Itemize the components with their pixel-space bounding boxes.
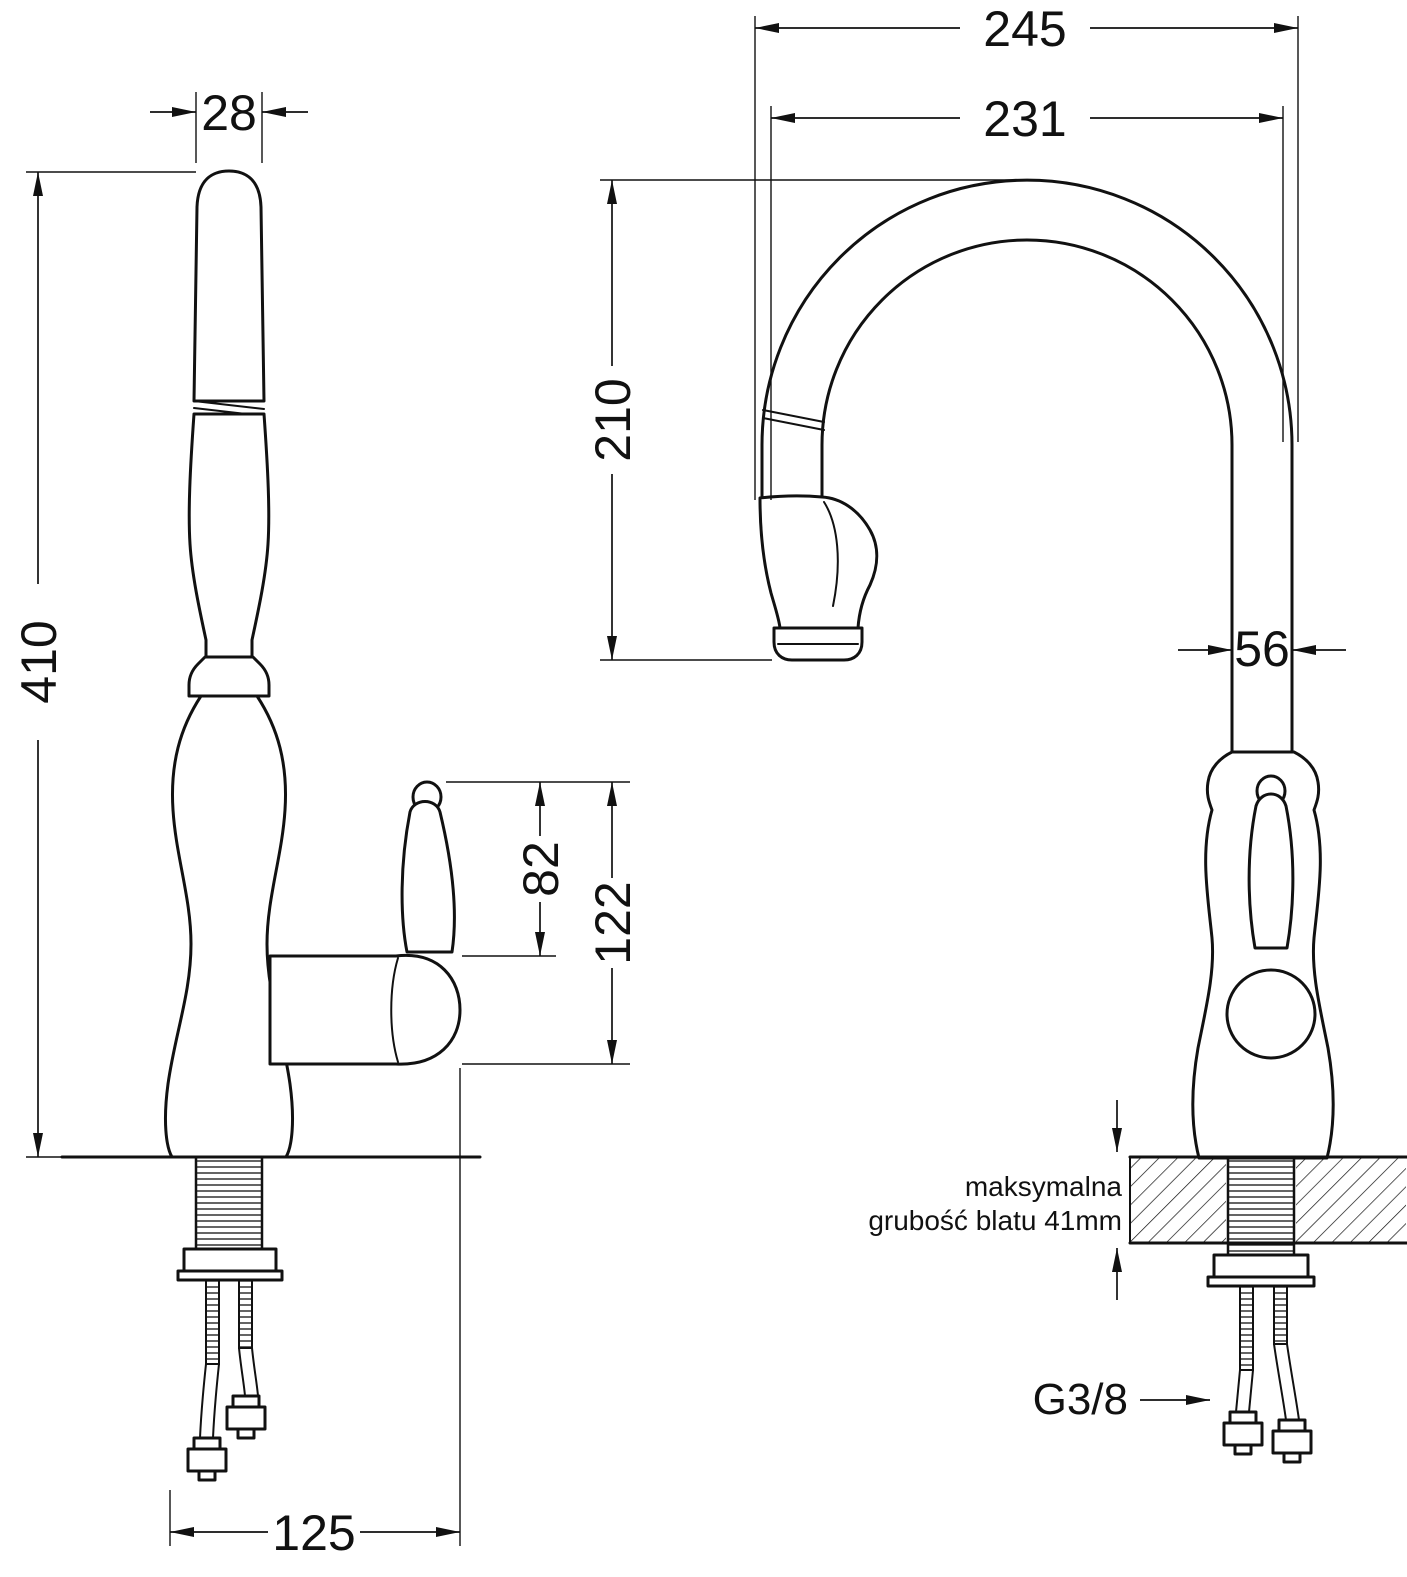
dim-column-width: 56 (1178, 621, 1346, 677)
hose-connector-tip (1233, 1443, 1253, 1456)
hose-connector-nut (186, 1447, 228, 1473)
handle-pivot (1225, 968, 1317, 1060)
threaded-shank (194, 1155, 264, 1251)
dim-total-height: 410 (11, 171, 196, 1158)
left-faucet-outline (163, 169, 462, 1159)
right-view: 245 231 210 56 maksymalna (585, 1, 1407, 1464)
hose-connector (231, 1394, 261, 1409)
mounting-plate (176, 1269, 284, 1282)
dim-label-column-width: 56 (1234, 621, 1290, 677)
connection-callout: G3/8 (1033, 1375, 1210, 1424)
dim-label-base-depth: 125 (272, 1505, 355, 1561)
dim-label-spout-width: 28 (201, 85, 257, 141)
worktop-thickness-note: maksymalna grubość blatu 41mm (868, 1100, 1122, 1300)
hose-connector-tip (236, 1427, 256, 1440)
dim-handle-heights: 82 122 (446, 781, 641, 1065)
hose-connector-tip (197, 1469, 217, 1482)
hose-connector-nut (225, 1405, 267, 1431)
supply-hose (238, 1347, 259, 1397)
spout-break-line (762, 409, 825, 423)
spout-break-line (762, 417, 825, 431)
right-faucet-outline (758, 178, 1335, 1160)
supply-hose (1235, 1369, 1254, 1413)
dim-spout-height: 210 (585, 179, 1024, 661)
mounting-stud (238, 1279, 253, 1349)
mounting-plate (1206, 1275, 1316, 1288)
spout-tube (192, 169, 266, 403)
hose-connector (1277, 1418, 1307, 1433)
threaded-shank (1226, 1155, 1296, 1257)
spout-collar (187, 655, 271, 698)
spout-break-line (193, 400, 265, 410)
dim-spout-width: 28 (150, 85, 308, 163)
right-mounting-hardware (1206, 1155, 1316, 1464)
handle-lever (1247, 792, 1295, 950)
handle-arm (268, 953, 462, 1066)
worktop-note-line1: maksymalna (965, 1171, 1123, 1202)
handle-lever (400, 800, 456, 954)
spray-head-seam (823, 501, 839, 607)
left-mounting-hardware (60, 1155, 482, 1482)
hose-connector (1228, 1410, 1258, 1425)
worktop-section (1128, 1155, 1407, 1245)
worktop-hatch (1131, 1158, 1226, 1242)
connection-label: G3/8 (1033, 1375, 1128, 1424)
supply-hose (1273, 1343, 1300, 1421)
mounting-stud (1273, 1285, 1288, 1345)
dim-label-spout-height: 210 (585, 378, 641, 461)
dim-base-depth: 125 (169, 1068, 461, 1561)
dim-spout-reach: 231 (770, 91, 1284, 500)
hose-connector-tip (1282, 1451, 1302, 1464)
supply-hose (199, 1363, 220, 1439)
spray-head (187, 412, 271, 659)
dim-label-handle-height: 122 (585, 881, 641, 964)
dim-label-total-height: 410 (11, 620, 67, 703)
gooseneck-outer (760, 178, 1294, 754)
worktop-hatch (1296, 1158, 1406, 1242)
dim-total-depth: 245 (754, 1, 1299, 500)
mounting-nut (182, 1247, 278, 1273)
dim-label-lever-height: 82 (513, 841, 569, 897)
handle-ball-seam (390, 957, 399, 1063)
dim-label-total-depth: 245 (983, 1, 1066, 57)
hose-connector-nut (1271, 1429, 1313, 1455)
gooseneck-inner (820, 238, 1234, 754)
hose-connector (192, 1436, 222, 1451)
left-view: 28 410 82 122 125 (11, 85, 641, 1561)
dim-label-spout-reach: 231 (983, 91, 1066, 147)
mounting-stud (1239, 1285, 1254, 1371)
mounting-nut (1212, 1253, 1310, 1279)
hose-connector-nut (1222, 1421, 1264, 1447)
spray-head (758, 494, 879, 630)
mounting-stud (205, 1279, 220, 1365)
worktop-note-line2: grubość blatu 41mm (868, 1205, 1122, 1236)
